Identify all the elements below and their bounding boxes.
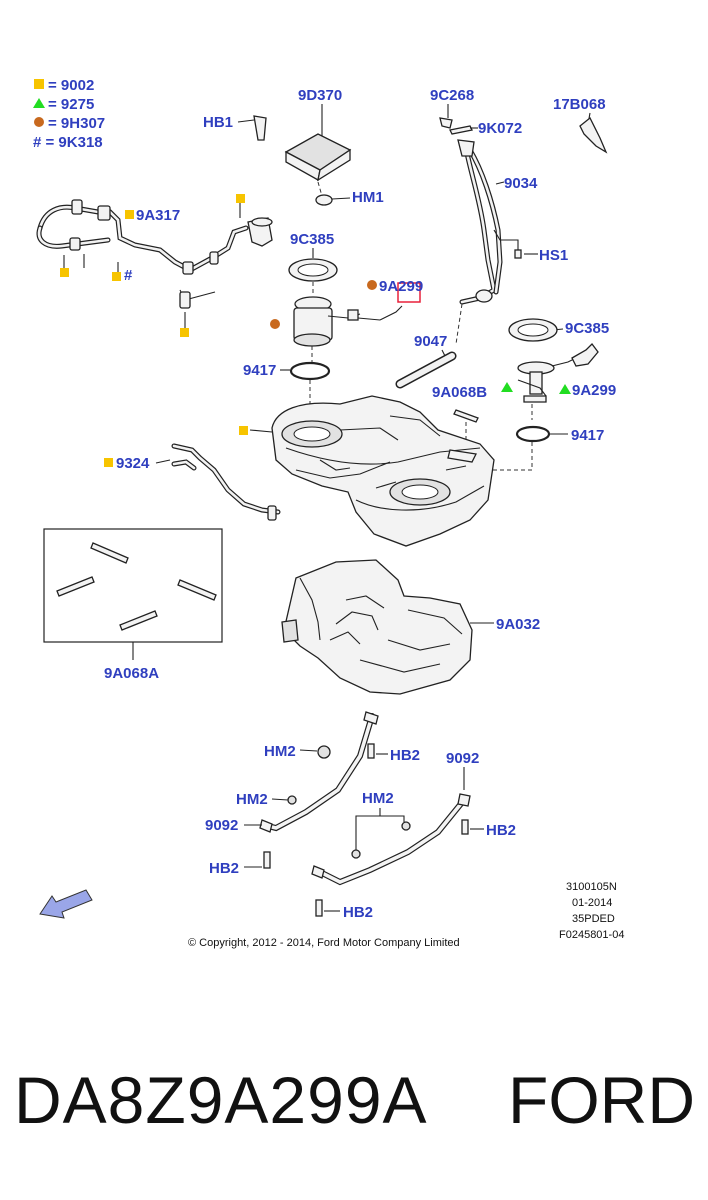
callout-9c385-left: 9C385 (290, 231, 334, 248)
pad-set (56, 542, 217, 631)
callout-9034: 9034 (504, 175, 538, 192)
callout-hb2-d: HB2 (343, 904, 373, 921)
callout-9324: 9324 (116, 455, 150, 472)
callout-hm1: HM1 (352, 189, 384, 206)
legend-triangle-symbol (33, 98, 45, 108)
legend: = 9002 = 9275 = 9H307 # = 9K318 (33, 77, 105, 151)
callout-9417-left: 9417 (243, 362, 276, 379)
legend-item-9k318: # = 9K318 (33, 134, 103, 151)
legend-square-symbol (34, 79, 44, 89)
callout-hb1: HB1 (203, 114, 233, 131)
fuel-line-assembly (36, 199, 273, 309)
callout-hb2-b: HB2 (486, 822, 516, 839)
legend-item-9275: = 9275 (48, 96, 94, 113)
meta-line-1: 3100105N (566, 881, 617, 893)
parts-diagram: = 9002 = 9275 = 9H307 # = 9K318 # 9A317 … (33, 77, 624, 949)
fuel-tank (271, 395, 495, 547)
legend-circle-symbol (34, 117, 44, 127)
highlight-box (397, 282, 421, 303)
callout-9a299-top: 9A299 (379, 278, 423, 295)
hash-marker: # (124, 267, 133, 284)
callout-hb2-a: HB2 (390, 747, 420, 764)
callout-hm2-b: HM2 (236, 791, 268, 808)
callout-hm2-c: HM2 (362, 790, 394, 807)
meta-line-3: 35PDED (572, 913, 615, 925)
callout-9092-right: 9092 (446, 750, 479, 767)
callout-9047: 9047 (414, 333, 447, 350)
callout-hs1: HS1 (539, 247, 568, 264)
callout-9a317: 9A317 (136, 207, 180, 224)
copyright-text: © Copyright, 2012 - 2014, Ford Motor Com… (188, 937, 460, 949)
callout-17b068: 17B068 (553, 96, 606, 113)
callout-hm2-a: HM2 (264, 743, 296, 760)
callout-9a299-right: 9A299 (572, 382, 616, 399)
callout-9a032: 9A032 (496, 616, 540, 633)
tank-straps (259, 711, 471, 886)
callout-9a068a: 9A068A (104, 665, 159, 682)
part-number-caption: DA8Z9A299A (14, 1063, 428, 1137)
callout-9417-right: 9417 (571, 427, 604, 444)
callout-hb2-c: HB2 (209, 860, 239, 877)
callout-9c268: 9C268 (430, 87, 474, 104)
legend-item-9h307: = 9H307 (48, 115, 105, 132)
legend-item-9002: = 9002 (48, 77, 94, 94)
meta-line-4: F0245801-04 (559, 929, 624, 941)
callout-9k072: 9K072 (478, 120, 522, 137)
direction-arrow-icon (39, 889, 93, 919)
callout-9c385-right: 9C385 (565, 320, 609, 337)
callout-9092-left: 9092 (205, 817, 238, 834)
brand-caption: FORD (508, 1063, 695, 1137)
meta-line-2: 01-2014 (572, 897, 612, 909)
callout-9a068b: 9A068B (432, 384, 487, 401)
callout-9d370: 9D370 (298, 87, 342, 104)
heat-shield (281, 559, 473, 695)
